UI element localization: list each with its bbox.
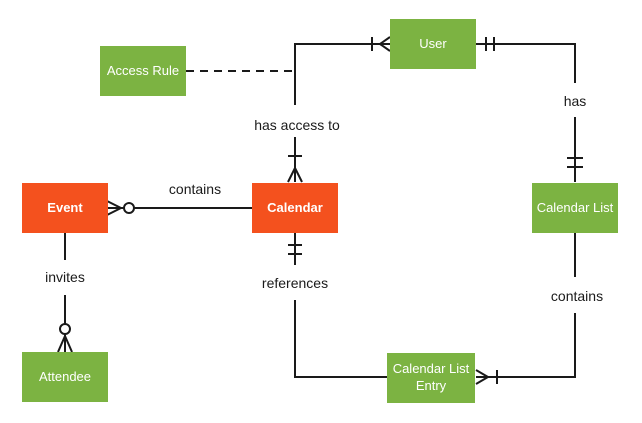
connector-has-access-to-calendar-user	[287, 36, 391, 183]
relationship-label-has-access-to: has access to	[254, 117, 340, 133]
connector-has-user-calendar-list	[476, 37, 583, 182]
connector-contains-calendar-list-entry	[475, 233, 576, 385]
relationship-label-invites: invites	[45, 269, 85, 285]
entity-access-rule[interactable]: Access Rule	[100, 46, 186, 96]
crow-foot-many-icon	[379, 36, 391, 52]
connector-line	[476, 233, 576, 378]
entity-calendar[interactable]: Calendar	[252, 183, 338, 233]
double-tick-one-icon	[288, 244, 302, 255]
ring-zero-icon	[123, 202, 135, 214]
crow-foot-many-icon	[57, 335, 73, 353]
relationship-label-contains-list: contains	[550, 288, 604, 304]
connector-line	[294, 233, 387, 378]
crow-foot-many-icon	[287, 167, 303, 183]
relationship-label-has: has	[563, 93, 587, 109]
entity-attendee[interactable]: Attendee	[22, 352, 108, 402]
connector-line	[476, 43, 576, 182]
double-tick-one-icon	[485, 37, 495, 51]
connector-references-calendar-entry	[288, 233, 387, 378]
double-tick-one-icon	[567, 157, 583, 168]
entity-event[interactable]: Event	[22, 183, 108, 233]
entity-calendar-list-entry[interactable]: Calendar List Entry	[387, 353, 475, 403]
connector-line	[294, 43, 390, 182]
relationship-label-contains-event: contains	[168, 181, 222, 197]
ring-zero-icon	[59, 323, 71, 335]
entity-user[interactable]: User	[390, 19, 476, 69]
connector-contains-event-calendar	[106, 200, 252, 216]
entity-calendar-list[interactable]: Calendar List	[532, 183, 618, 233]
crow-foot-many-icon	[475, 369, 489, 385]
connector-invites-event-attendee	[57, 233, 73, 353]
relationship-label-references: references	[261, 275, 329, 291]
crow-foot-many-icon	[106, 200, 122, 216]
